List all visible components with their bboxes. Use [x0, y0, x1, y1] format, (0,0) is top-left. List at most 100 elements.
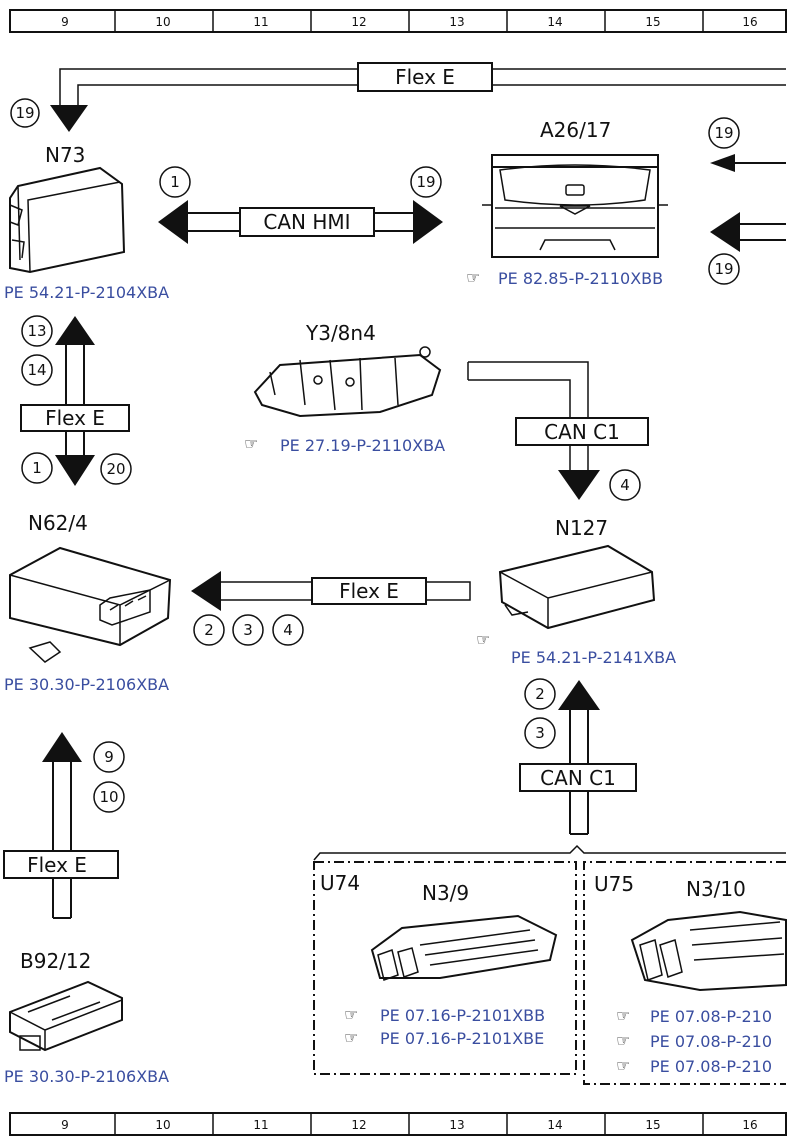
n62-4-module: N62/4 PE 30.30-P-2106XBA — [4, 511, 172, 694]
ruler-top-15: 15 — [645, 15, 660, 29]
ruler-bottom-11: 11 — [253, 1118, 268, 1132]
svg-text:4: 4 — [620, 476, 630, 494]
a26-lower-arrow — [710, 212, 786, 252]
b92-12-ref: PE 30.30-P-2106XBA — [4, 1067, 169, 1086]
n3-10-ref-hand-icon-2: ☞ — [616, 1031, 630, 1050]
b92-12-label: B92/12 — [20, 949, 91, 973]
bottom-flex-label: Flex E — [27, 853, 87, 877]
svg-text:3: 3 — [535, 724, 545, 742]
n73-ref: PE 54.21-P-2104XBA — [4, 283, 169, 302]
mid-flex-bus: Flex E — [191, 571, 471, 611]
ruler-top-12: 12 — [351, 15, 366, 29]
ruler-bottom-12: 12 — [351, 1118, 366, 1132]
ruler-bottom-13: 13 — [449, 1118, 464, 1132]
n3-10-ref-2: PE 07.08-P-210 — [650, 1032, 772, 1051]
n73-label: N73 — [45, 143, 85, 167]
mid-flex-label: Flex E — [339, 579, 399, 603]
n3-9-label: N3/9 — [422, 881, 469, 905]
marker-n73-up-2: 14 — [21, 354, 53, 386]
marker-hmi-left: 1 — [159, 166, 191, 198]
svg-text:14: 14 — [27, 361, 46, 379]
a26-upper-arrow — [710, 154, 786, 172]
n62-4-label: N62/4 — [28, 511, 88, 535]
n73-module: N73 PE 54.21-P-2104XBA — [4, 143, 169, 302]
y3-8n4-ref-hand-icon: ☞ — [244, 434, 258, 453]
ruler-top-13: 13 — [449, 15, 464, 29]
n127-ref-hand-icon: ☞ — [476, 630, 490, 649]
svg-text:2: 2 — [535, 685, 545, 703]
can-hmi-label: CAN HMI — [263, 210, 350, 234]
n127-label: N127 — [555, 516, 608, 540]
a26-17-module: A26/17 PE 82.85-P-2110XBB ☞ — [466, 118, 668, 288]
n3-10-ref-1: PE 07.08-P-210 — [650, 1007, 772, 1026]
ruler-bottom-16: 16 — [742, 1118, 757, 1132]
svg-text:9: 9 — [104, 748, 114, 766]
svg-text:20: 20 — [106, 460, 125, 478]
b92-12-module: B92/12 PE 30.30-P-2106XBA — [4, 949, 169, 1086]
n127-module: N127 PE 54.21-P-2141XBA ☞ — [476, 516, 676, 667]
n3-9-ref-2: PE 07.16-P-2101XBE — [380, 1029, 544, 1048]
marker-mid-2: 3 — [232, 614, 264, 646]
svg-text:19: 19 — [714, 124, 733, 142]
marker-n73-down-1: 1 — [21, 452, 53, 484]
top-flex-label: Flex E — [395, 65, 455, 89]
y3-8n4-ref: PE 27.19-P-2110XBA — [280, 436, 445, 455]
top-ruler: 9 10 11 12 13 14 15 16 — [9, 9, 787, 33]
ruler-top-16: 16 — [742, 15, 757, 29]
n3-10-label: N3/10 — [686, 877, 746, 901]
ruler-bottom-10: 10 — [155, 1118, 170, 1132]
marker-n73-down-2: 20 — [100, 453, 132, 485]
u74-label: U74 — [320, 871, 360, 895]
svg-text:3: 3 — [243, 621, 253, 639]
svg-text:1: 1 — [32, 459, 42, 477]
can-c1-lower-label: CAN C1 — [540, 766, 616, 790]
marker-b92-up-2: 10 — [93, 781, 125, 813]
a26-17-ref: PE 82.85-P-2110XBB — [498, 269, 663, 288]
marker-mid-3: 4 — [272, 614, 304, 646]
can-c1-lower-bus: CAN C1 — [519, 680, 637, 835]
svg-text:13: 13 — [27, 322, 46, 340]
a26-17-label: A26/17 — [540, 118, 611, 142]
n3-9-ref-hand-icon-2: ☞ — [344, 1028, 358, 1047]
n3-10-ref-3: PE 07.08-P-210 — [650, 1057, 772, 1076]
ruler-top-14: 14 — [547, 15, 562, 29]
marker-n73-up-1: 13 — [21, 315, 53, 347]
ruler-bottom-14: 14 — [547, 1118, 562, 1132]
marker-a26-lower: 19 — [708, 253, 740, 285]
n62-4-ref: PE 30.30-P-2106XBA — [4, 675, 169, 694]
marker-can-c1-down: 4 — [609, 469, 641, 501]
marker-b92-up-1: 9 — [93, 741, 125, 773]
svg-text:4: 4 — [283, 621, 293, 639]
marker-mid-1: 2 — [193, 614, 225, 646]
group-bracket — [313, 844, 786, 861]
n3-9-ref-1: PE 07.16-P-2101XBB — [380, 1006, 545, 1025]
ruler-top-10: 10 — [155, 15, 170, 29]
bottom-ruler: 9 10 11 12 13 14 15 16 — [9, 1112, 787, 1136]
ruler-bottom-9: 9 — [61, 1118, 69, 1132]
y3-8n4-label: Y3/8n4 — [305, 321, 376, 345]
n3-10-ref-hand-icon-1: ☞ — [616, 1006, 630, 1025]
n127-ref: PE 54.21-P-2141XBA — [511, 648, 676, 667]
n3-9-ref-hand-icon-1: ☞ — [344, 1005, 358, 1024]
u75-group: U75 N3/10 ☞ PE 07.08-P-210 ☞ PE 07.08-P-… — [583, 861, 787, 1085]
left-flex-label: Flex E — [45, 406, 105, 430]
svg-text:19: 19 — [416, 173, 435, 191]
can-c1-upper-label: CAN C1 — [544, 420, 620, 444]
marker-hmi-right: 19 — [410, 166, 442, 198]
u75-label: U75 — [594, 872, 634, 896]
svg-text:10: 10 — [99, 788, 118, 806]
n3-10-ref-hand-icon-3: ☞ — [616, 1056, 630, 1075]
y3-8n4-module: Y3/8n4 PE 27.19-P-2110XBA ☞ — [244, 321, 445, 455]
marker-n127-in-1: 2 — [524, 678, 556, 710]
marker-top-left: 19 — [10, 98, 40, 128]
can-c1-upper-bus: CAN C1 — [467, 361, 649, 500]
svg-text:2: 2 — [204, 621, 214, 639]
marker-a26-upper: 19 — [708, 117, 740, 149]
can-hmi-bus: CAN HMI — [158, 200, 443, 244]
ruler-bottom-15: 15 — [645, 1118, 660, 1132]
top-flex-bus: Flex E — [50, 62, 786, 132]
svg-text:19: 19 — [15, 104, 34, 122]
svg-text:19: 19 — [714, 260, 733, 278]
u74-group: U74 N3/9 ☞ PE 07.16-P-2101XBB ☞ PE 07.16… — [313, 861, 577, 1075]
